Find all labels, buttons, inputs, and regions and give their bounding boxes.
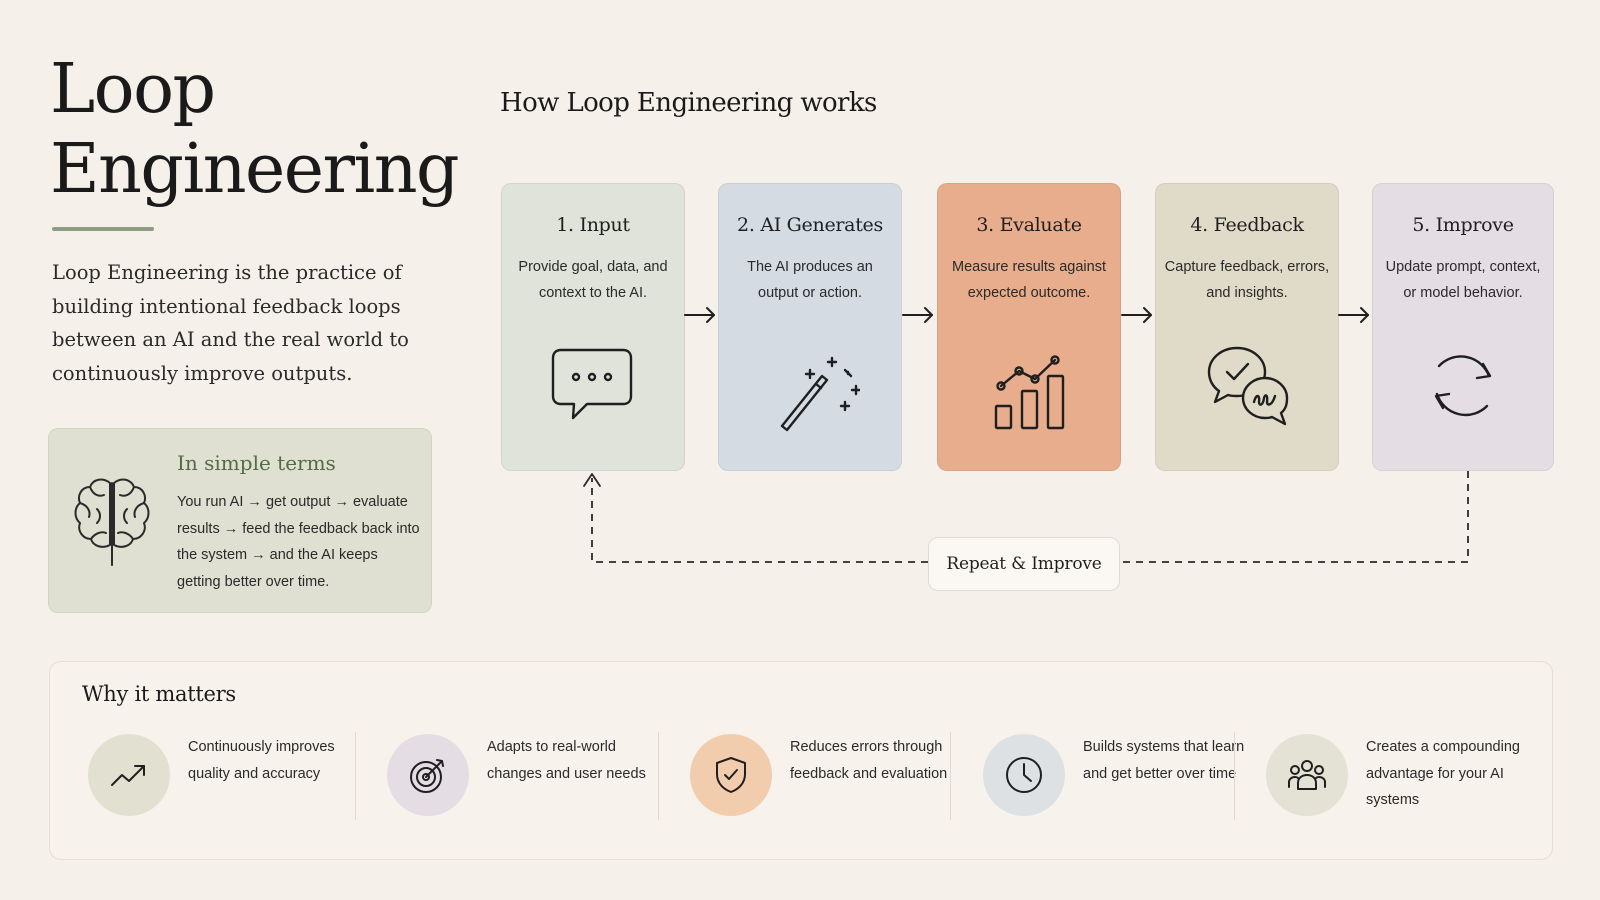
page-title: Loop Engineering — [50, 50, 460, 210]
divider — [658, 732, 659, 820]
divider — [950, 732, 951, 820]
simple-terms-title: In simple terms — [177, 451, 336, 475]
flow-title: How Loop Engineering works — [500, 88, 877, 118]
magic-wand-icon — [780, 356, 860, 432]
step-desc: Update prompt, context, or model behavio… — [1385, 259, 1541, 301]
arrow-right-icon — [1121, 307, 1152, 323]
team-icon — [1288, 760, 1326, 790]
benefit-icon-circle — [983, 734, 1065, 816]
target-icon — [410, 759, 444, 793]
simple-terms-box: In simple terms You run AI → get output … — [48, 428, 432, 613]
step-card-evaluate: 3. Evaluate Measure results against expe… — [937, 183, 1121, 471]
chat-bubble-icon — [551, 348, 633, 420]
arrow-right-icon — [902, 307, 933, 323]
divider — [1234, 732, 1235, 820]
step-desc: Provide goal, data, and context to the A… — [518, 259, 668, 301]
step-card-input: 1. Input Provide goal, data, and context… — [501, 183, 685, 471]
divider — [355, 732, 356, 820]
clock-icon — [1006, 757, 1042, 793]
step-title: 2. AI Generates — [737, 214, 883, 236]
trend-up-icon — [111, 765, 145, 786]
benefit-icon-circle — [1266, 734, 1348, 816]
title-line-2: Engineering — [50, 130, 460, 209]
benefit-text: Builds systems that learn and get better… — [1083, 739, 1245, 782]
feedback-bubbles-icon — [1207, 346, 1289, 426]
step-card-ai-generates: 2. AI Generates The AI produces an outpu… — [718, 183, 902, 471]
benefit-icon-circle — [387, 734, 469, 816]
why-title: Why it matters — [82, 682, 236, 706]
why-it-matters-panel: Why it matters Continuously improves qua… — [49, 661, 1553, 860]
benefit-text: Creates a compounding advantage for your… — [1366, 739, 1520, 808]
step-title: 5. Improve — [1412, 214, 1514, 236]
brain-icon — [74, 478, 150, 566]
step-title: 4. Feedback — [1190, 214, 1304, 236]
shield-check-icon — [716, 757, 746, 793]
title-line-1: Loop — [50, 50, 216, 129]
refresh-icon — [1434, 355, 1492, 417]
arrow-right-icon — [684, 307, 715, 323]
step-card-feedback: 4. Feedback Capture feedback, errors, an… — [1155, 183, 1339, 471]
step-desc: The AI produces an output or action. — [747, 259, 873, 301]
simple-terms-body: You run AI → get output → evaluate resul… — [177, 494, 420, 590]
step-title: 3. Evaluate — [976, 214, 1082, 236]
repeat-improve-label: Repeat & Improve — [928, 537, 1120, 591]
benefit-icon-circle — [690, 734, 772, 816]
step-desc: Measure results against expected outcome… — [952, 259, 1106, 301]
chart-icon — [994, 355, 1065, 430]
benefit-icon-circle — [88, 734, 170, 816]
benefit-text: Reduces errors through feedback and eval… — [790, 739, 948, 782]
title-underline — [52, 227, 154, 231]
step-title: 1. Input — [556, 214, 630, 236]
benefit-text: Continuously improves quality and accura… — [188, 739, 335, 782]
step-desc: Capture feedback, errors, and insights. — [1164, 259, 1330, 301]
arrow-right-icon — [1338, 307, 1369, 323]
step-card-improve: 5. Improve Update prompt, context, or mo… — [1372, 183, 1554, 471]
benefit-text: Adapts to real-world changes and user ne… — [487, 739, 646, 782]
intro-text: Loop Engineering is the practice of buil… — [52, 261, 409, 385]
